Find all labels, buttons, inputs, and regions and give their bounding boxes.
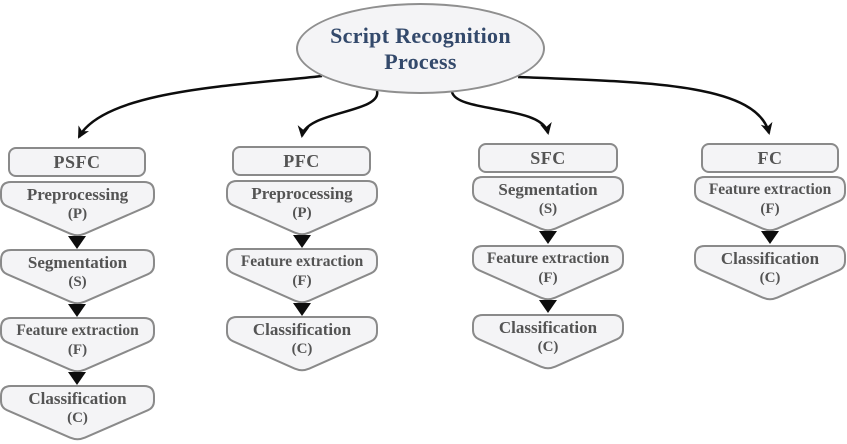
step-pfc-classification: Classification (C) [226,316,378,372]
step-label: Feature extraction [486,250,610,267]
arrow-root-to-pfc [297,90,379,138]
step-psfc-preprocessing: Preprocessing (P) [0,181,155,237]
header-fc: FC [701,143,839,173]
down-arrowhead [539,231,557,244]
step-letter: (F) [538,270,558,286]
pentagon-shape [694,176,846,232]
step-label: Classification [28,389,127,408]
step-letter: (F) [760,201,780,217]
pentagon-shape [472,176,624,232]
down-arrowhead [68,304,86,317]
root-title-line1: Script Recognition [330,22,511,48]
pentagon-shape [472,245,624,301]
pentagon-shape [472,314,624,370]
down-arrowhead [293,235,311,248]
root-title-line2: Process [384,48,457,74]
step-letter: (F) [292,273,312,289]
step-letter: (S) [538,201,558,217]
step-sfc-segmentation: Segmentation (S) [472,176,624,232]
pentagon-shape [226,248,378,304]
down-arrowhead [68,236,86,249]
step-psfc-classification: Classification (C) [0,385,155,441]
step-label: Classification [720,249,820,268]
step-psfc-feature-extraction: Feature extraction (F) [0,317,155,373]
pentagon-shape [0,385,155,441]
step-letter: (C) [291,341,313,357]
root-node: Script Recognition Process [296,3,545,94]
step-letter: (P) [292,205,312,221]
arrow-root-to-fc [517,75,773,135]
step-sfc-classification: Classification (C) [472,314,624,370]
step-label: Feature extraction [708,181,832,198]
step-letter: (F) [67,342,88,358]
header-psfc: PSFC [8,147,146,177]
pentagon-shape [226,316,378,372]
arrow-root-to-psfc [77,74,323,139]
step-label: Preprocessing [251,184,353,203]
down-arrowhead [68,372,86,385]
pentagon-shape [0,249,155,305]
pentagon-shape [694,245,846,301]
step-label: Segmentation [498,180,598,199]
step-label: Preprocessing [26,185,129,204]
header-pfc: PFC [232,146,371,176]
step-label: Feature extraction [240,253,364,270]
step-letter: (C) [67,410,88,426]
step-sfc-feature-extraction: Feature extraction (F) [472,245,624,301]
step-psfc-segmentation: Segmentation (S) [0,249,155,305]
step-pfc-preprocessing: Preprocessing (P) [226,180,378,236]
step-pfc-feature-extraction: Feature extraction (F) [226,248,378,304]
step-label: Segmentation [27,253,128,272]
step-label: Feature extraction [16,322,139,339]
step-label: Classification [252,320,352,339]
down-arrowhead [293,303,311,316]
pentagon-shape [226,180,378,236]
down-arrowhead [761,231,779,244]
pentagon-shape [0,181,155,237]
step-fc-feature-extraction: Feature extraction (F) [694,176,846,232]
arrow-root-to-sfc [450,91,552,135]
step-letter: (P) [67,206,88,222]
down-arrowhead [539,300,557,313]
header-sfc: SFC [478,143,618,173]
step-letter: (S) [68,274,87,290]
step-fc-classification: Classification (C) [694,245,846,301]
step-label: Classification [498,318,598,337]
pentagon-shape [0,317,155,373]
step-letter: (C) [537,339,559,355]
step-letter: (C) [759,270,781,286]
